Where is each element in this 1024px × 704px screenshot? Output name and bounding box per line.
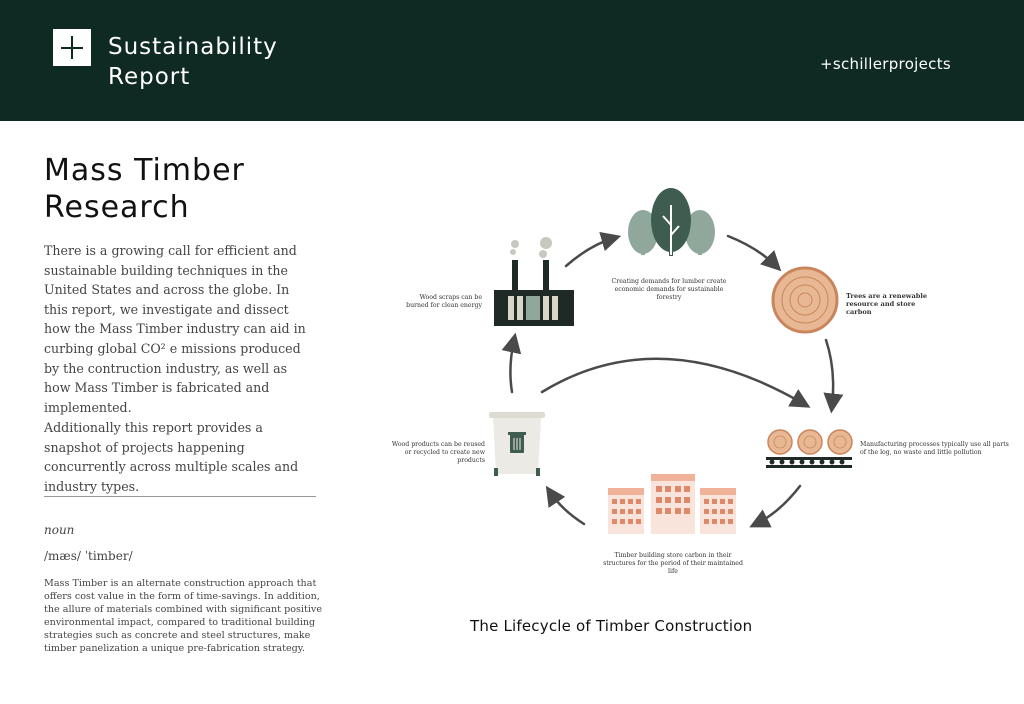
pronunciation: /mæs/ ˈtimber/ bbox=[44, 549, 133, 563]
definition-text: Mass Timber is an alternate construction… bbox=[44, 578, 323, 654]
arrow-buildings-to-recycle bbox=[545, 485, 586, 526]
header-bar: Sustainability Report +schillerprojects bbox=[0, 0, 1024, 121]
diagram-caption: The Lifecycle of Timber Construction bbox=[470, 617, 753, 635]
cycle-arrows bbox=[501, 231, 844, 528]
arrow-center-loop bbox=[540, 357, 811, 408]
factory-icon bbox=[494, 237, 574, 326]
log-icon bbox=[771, 266, 839, 334]
buildings-icon bbox=[608, 474, 736, 534]
definition-noun: noun bbox=[44, 523, 75, 537]
arrow-manufacturing-to-buildings bbox=[749, 484, 802, 528]
plus-logo-icon bbox=[53, 29, 91, 66]
manufacturing-icon bbox=[766, 429, 853, 468]
label-buildings: Timber building store carbon in their st… bbox=[603, 552, 743, 575]
report-title: Sustainability Report bbox=[108, 34, 278, 90]
trash-bin-icon bbox=[489, 412, 545, 476]
arrow-recycle-to-energy bbox=[501, 332, 522, 394]
brand-logo: +schillerprojects bbox=[820, 55, 952, 73]
label-manufacturing: Manufacturing processes typically use al… bbox=[860, 441, 1009, 456]
arrow-forest-to-trees bbox=[726, 234, 782, 272]
trees-icon bbox=[628, 188, 715, 256]
arrow-trees-to-manufacturing bbox=[823, 338, 844, 414]
divider bbox=[44, 496, 316, 497]
page-title: Mass Timber Research bbox=[44, 153, 245, 225]
label-trees: Trees are a renewable resource and store… bbox=[846, 292, 928, 316]
snapshot-paragraph: Additionally this report provides a snap… bbox=[44, 420, 299, 494]
arrow-energy-to-forest bbox=[564, 231, 622, 268]
label-recycle: Wood products can be reused or recycled … bbox=[391, 441, 485, 464]
label-energy: Wood scraps can be burned for clean ener… bbox=[406, 294, 482, 309]
label-forestry: Creating demands for lumber create econo… bbox=[611, 278, 727, 301]
intro-paragraph: There is a growing call for efficient an… bbox=[44, 243, 306, 415]
